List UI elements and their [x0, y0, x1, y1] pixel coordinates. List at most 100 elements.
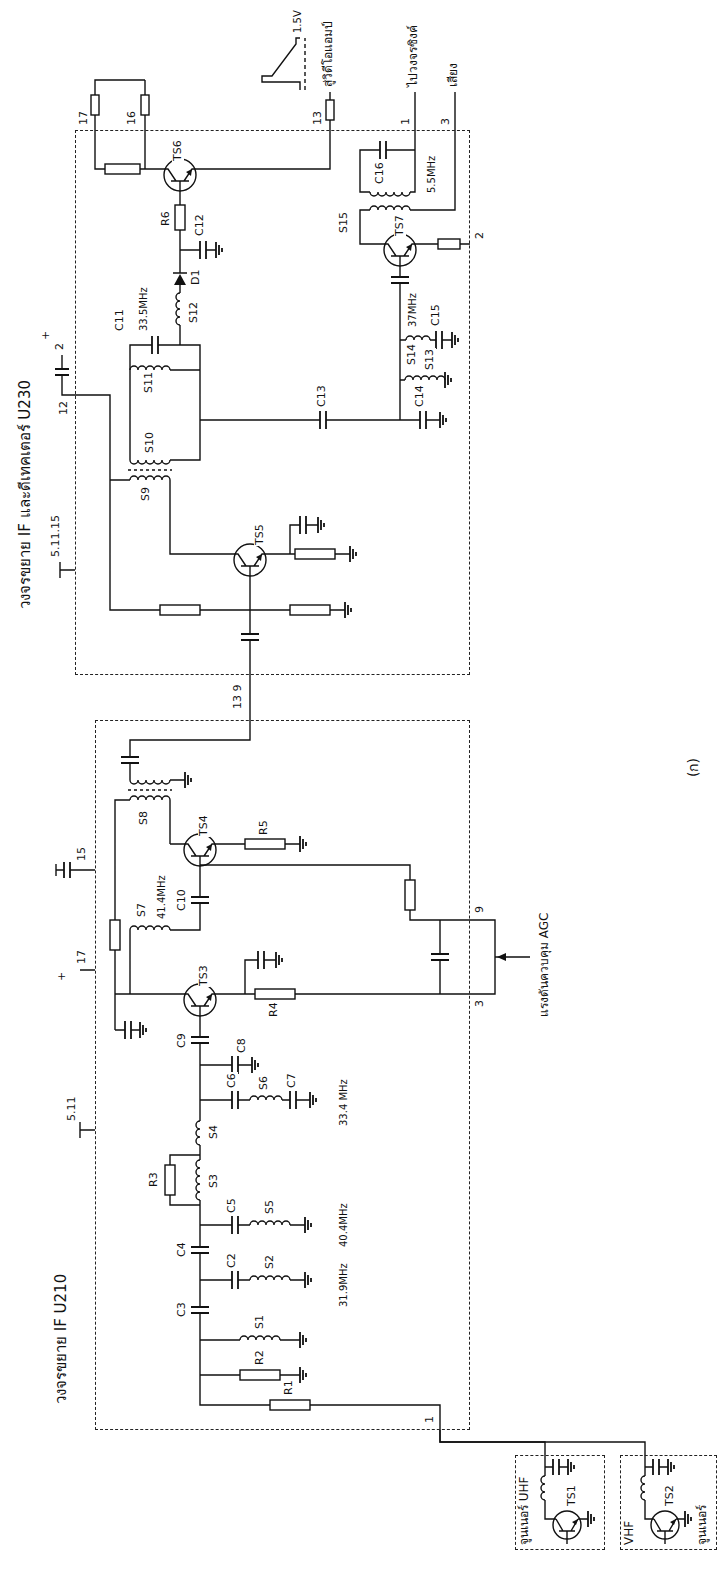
transistor-symbol: [234, 544, 266, 576]
component-label: 41.4MHz: [156, 874, 167, 920]
component-label: แรงดันควบคุม AGC: [538, 912, 551, 1019]
component-label: 5.5MHz: [426, 155, 437, 194]
component-label: C5: [226, 1197, 238, 1214]
transistor-symbol: [184, 984, 216, 1016]
component-label: +: [40, 330, 52, 341]
component-label: C7: [286, 1072, 298, 1089]
component-label: (ก): [686, 757, 701, 778]
transformer-core: [128, 470, 172, 790]
component-label: S7: [136, 902, 148, 918]
diode-symbol: [174, 274, 186, 285]
component-label: S12: [188, 301, 200, 324]
component-label: 3: [440, 117, 452, 126]
component-label: 12: [58, 400, 70, 416]
component-label: S1: [254, 1314, 266, 1330]
box-text: จูนเนอร์: [696, 1505, 710, 1545]
ground-symbol: [140, 242, 691, 1527]
module-box: วงจรขยาย IF และดีเทคเตอร์ U230: [75, 130, 470, 675]
agc-arrow: [497, 953, 506, 961]
transistor-symbol: [184, 834, 216, 866]
box-heading: วงจรขยาย IF U210: [53, 1274, 70, 1404]
component-label: C3: [176, 1301, 188, 1318]
component-label: C8: [236, 1037, 248, 1054]
component-label: TS3: [198, 964, 210, 987]
component-label: 5.11.15: [50, 514, 62, 558]
component-label: S4: [208, 1124, 220, 1140]
component-label: 1: [400, 117, 412, 126]
resistor-symbol: [105, 164, 140, 174]
resistor-symbol: [141, 95, 149, 115]
component-label: C14: [414, 384, 426, 408]
component-label: 5.11: [66, 1096, 78, 1123]
wire: [56, 80, 685, 1544]
resistor-symbol: [91, 95, 99, 115]
component-label: R6: [160, 210, 172, 227]
component-label: 13 9: [232, 684, 244, 711]
resistor-symbol: [245, 839, 285, 849]
resistor-symbol: [326, 100, 334, 120]
connector: [440, 1430, 645, 1455]
component-label: S5: [264, 1199, 276, 1215]
transistor-symbol: [651, 1511, 679, 1539]
component-label: C15: [430, 303, 442, 327]
resistor-symbol: [160, 605, 200, 615]
resistor-symbol: [165, 1165, 175, 1195]
component-label: C6: [226, 1072, 238, 1089]
transistor-symbol: [164, 159, 196, 191]
component-label: R4: [268, 1001, 280, 1018]
component-label: 2: [54, 342, 66, 351]
connector: [249, 675, 250, 720]
component-label: TS4: [198, 814, 210, 837]
component-label: 17: [78, 110, 90, 126]
component-label: S6: [258, 1075, 270, 1091]
component-label: 3: [474, 999, 486, 1008]
tuner-box: จูนเนอร์ UHF: [515, 1455, 605, 1550]
component-label: R2: [254, 1349, 266, 1366]
component-label: C4: [176, 1241, 188, 1258]
component-label: S3: [208, 1173, 220, 1189]
component-label: R1: [283, 1379, 295, 1396]
component-label: C12: [194, 213, 206, 237]
resistor-symbol: [270, 1400, 310, 1410]
component-label: TS2: [664, 1484, 676, 1507]
component-label: ไปวงจรซิงค์: [407, 24, 420, 88]
resistor-symbol: [290, 605, 330, 615]
resistor-symbol: [110, 920, 120, 950]
component-label: 17: [76, 949, 88, 965]
component-label: TS6: [172, 139, 184, 162]
component-label: 16: [126, 110, 138, 126]
resistor-symbol: [295, 549, 335, 559]
component-label: 9: [474, 905, 486, 914]
transistor-symbol: [384, 234, 416, 266]
component-label: S8: [138, 810, 150, 826]
box-heading: VHF: [623, 1521, 637, 1545]
component-label: 1.5V: [292, 9, 303, 34]
component-label: สู่วิดีโอแอมป์: [322, 20, 335, 88]
component-label: 40.4MHz: [338, 1202, 349, 1248]
component-label: 31.9MHz: [338, 1262, 349, 1308]
component-label: S14: [406, 343, 418, 366]
component-label: TS5: [254, 523, 266, 546]
component-label: C13: [316, 384, 328, 408]
waveform: [262, 38, 300, 90]
box-heading: วงจรขยาย IF และดีเทคเตอร์ U230: [17, 380, 34, 609]
component-label: R5: [258, 819, 270, 836]
component-label: 13: [312, 110, 324, 126]
component-label: C9: [176, 1032, 188, 1049]
box-heading: จูนเนอร์ UHF: [518, 1476, 532, 1545]
component-label: 33.5MHz: [138, 286, 149, 332]
waveform-baseline: [304, 38, 305, 90]
transistor-leads: [150, 169, 676, 1531]
component-label: S9: [140, 486, 152, 502]
component-label: S13: [424, 348, 436, 371]
component-label: S15: [338, 211, 350, 234]
component-label: TS1: [566, 1484, 578, 1507]
resistor-symbol: [255, 989, 295, 999]
inductor-symbol: [130, 192, 645, 1500]
component-label: +: [56, 971, 68, 982]
transistor-symbol: [553, 1511, 581, 1539]
component-label: 33.4 MHz: [338, 1078, 349, 1127]
component-label: R3: [148, 1171, 160, 1188]
